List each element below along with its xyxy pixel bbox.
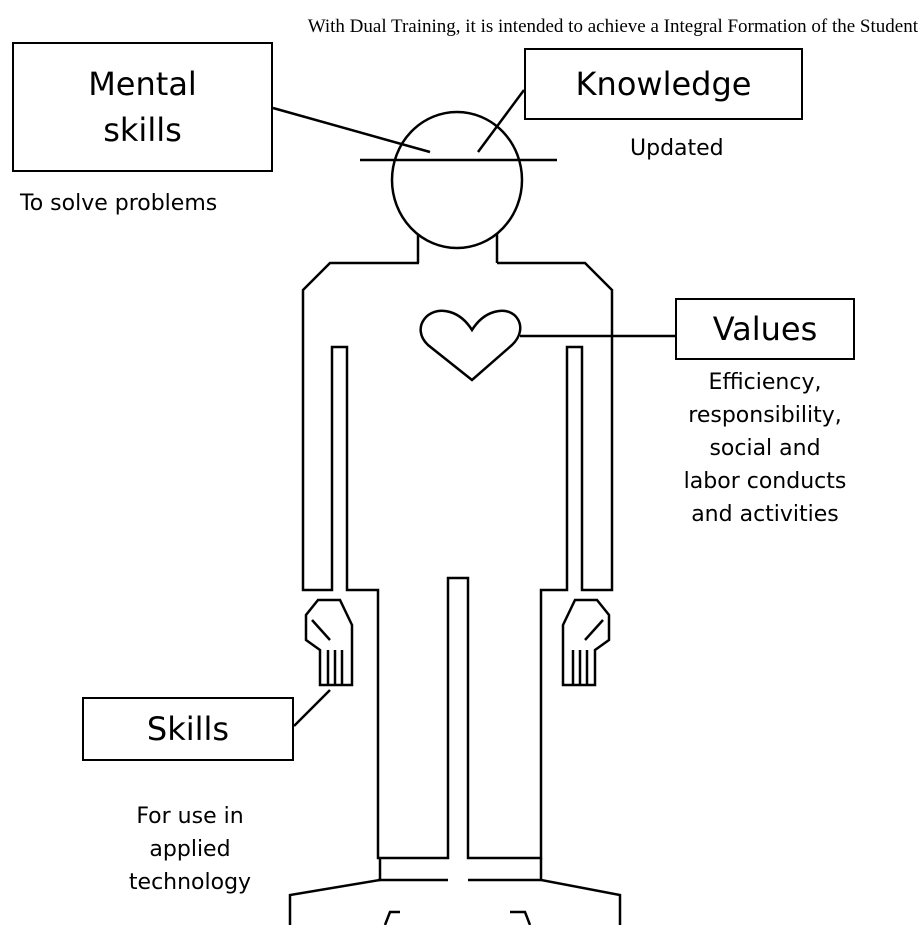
diagram-title: With Dual Training, it is intended to ac… <box>307 16 918 37</box>
values-box: Values <box>675 298 855 360</box>
skills-description: For use in applied technology <box>128 804 252 895</box>
heart-icon <box>419 309 522 382</box>
skills-box: Skills <box>82 697 294 761</box>
skills-connector <box>293 689 331 727</box>
mental-connector <box>272 106 431 154</box>
right-hand <box>561 598 611 687</box>
body-outline <box>301 261 614 860</box>
mental-skills-box: Mental skills <box>12 42 273 172</box>
head <box>390 110 524 250</box>
mental-skills-label-2: skills <box>103 111 182 149</box>
knowledge-box: Knowledge <box>524 48 803 120</box>
values-description: Efficiency, responsibility, social and l… <box>683 370 847 527</box>
left-hand <box>304 598 354 687</box>
mental-skills-description: To solve problems <box>20 191 218 216</box>
feet <box>288 858 382 925</box>
knowledge-connector <box>476 89 526 153</box>
mental-skills-label-1: Mental <box>88 65 197 103</box>
knowledge-description: Updated <box>630 136 724 161</box>
